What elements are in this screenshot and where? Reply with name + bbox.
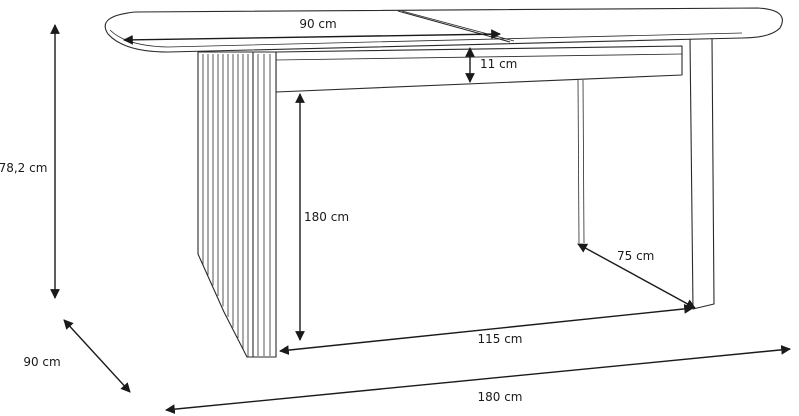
label-overall-height: 78,2 cm <box>0 161 47 175</box>
label-extension-length: 90 cm <box>299 17 336 31</box>
table-top <box>104 7 783 53</box>
label-length: 180 cm <box>477 390 522 404</box>
dimension-lines <box>50 24 791 415</box>
left-pedestal <box>197 51 277 358</box>
dim-arrow-inner-width <box>279 304 694 355</box>
dim-arrow-depth <box>63 319 131 393</box>
label-inner-depth: 75 cm <box>617 249 654 263</box>
dim-arrow-inner-depth <box>577 243 696 309</box>
apron <box>275 45 683 93</box>
pedestal-slats <box>202 54 271 357</box>
dim-arrow-length <box>165 344 791 415</box>
dimension-labels: 90 cm 11 cm 78,2 cm 180 cm 75 cm 115 cm … <box>0 17 654 404</box>
label-leg-clearance: 180 cm <box>304 210 349 224</box>
label-inner-width: 115 cm <box>477 332 522 346</box>
dim-arrow-extension <box>123 29 501 45</box>
label-apron-height: 11 cm <box>480 57 517 71</box>
label-depth: 90 cm <box>23 355 60 369</box>
